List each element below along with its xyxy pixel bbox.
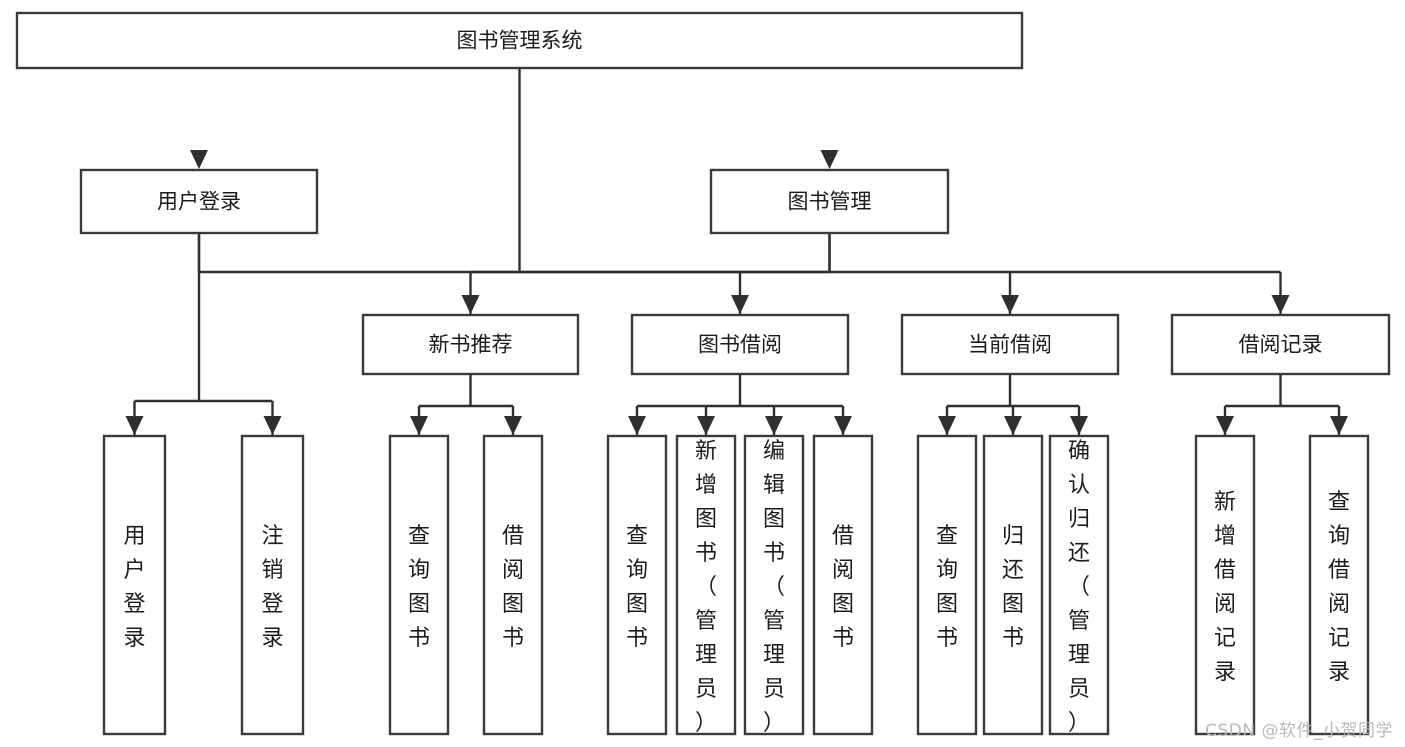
node-leaf-query-book-1[interactable]: 查询图书 — [388, 434, 450, 736]
arrow-head — [1330, 416, 1348, 435]
node-label: 图书借阅 — [698, 333, 782, 357]
arrow-head — [1271, 295, 1290, 314]
arrow-head — [504, 416, 522, 435]
node-label-vertical: 用户登录 — [123, 524, 145, 651]
node-leaf-query-book-3[interactable]: 查询图书 — [916, 434, 978, 736]
node-box[interactable] — [675, 434, 737, 736]
node-leaf-edit-book[interactable]: 编辑图书（管理员） — [743, 434, 805, 736]
node-leaf-confirm-return[interactable]: 确认归还（管理员） — [1048, 434, 1110, 736]
node-label-vertical: 归还图书 — [1002, 524, 1024, 651]
node-box[interactable] — [79, 168, 319, 235]
node-label-vertical: 查询图书 — [408, 524, 430, 651]
node-box[interactable] — [743, 434, 805, 736]
arrow-head — [938, 416, 956, 435]
node-book-borrow[interactable]: 图书借阅 — [630, 313, 850, 376]
node-box[interactable] — [102, 434, 167, 736]
node-box[interactable] — [982, 434, 1044, 736]
arrow-head — [125, 416, 144, 435]
node-borrow-record[interactable]: 借阅记录 — [1170, 313, 1391, 376]
node-new-book-recommend[interactable]: 新书推荐 — [361, 313, 580, 376]
node-box[interactable] — [709, 168, 950, 235]
arrow-head — [628, 416, 646, 435]
arrow-head — [697, 416, 715, 435]
arrow-head — [1004, 416, 1022, 435]
node-label: 当前借阅 — [968, 333, 1052, 357]
node-leaf-query-book-2[interactable]: 查询图书 — [606, 434, 668, 736]
node-book-manage[interactable]: 图书管理 — [709, 168, 950, 235]
node-label-vertical: 编辑图书（管理员） — [763, 439, 785, 736]
node-label-vertical: 确认归还（管理员） — [1068, 439, 1090, 736]
node-box[interactable] — [630, 313, 850, 376]
arrow-head — [834, 416, 852, 435]
watermark-label: CSDN @软件_小贺同学 — [1205, 721, 1393, 741]
node-box[interactable] — [916, 434, 978, 736]
node-label: 图书管理 — [788, 190, 872, 214]
node-leaf-add-book[interactable]: 新增图书（管理员） — [675, 434, 737, 736]
node-box[interactable] — [1194, 434, 1256, 736]
nodes-layer: 图书管理系统用户登录图书管理新书推荐图书借阅当前借阅借阅记录用户登录注销登录查询… — [15, 11, 1391, 736]
node-label-vertical: 新增图书（管理员） — [695, 439, 717, 736]
node-leaf-borrow-book-1[interactable]: 借阅图书 — [482, 434, 544, 736]
node-label-vertical: 注销登录 — [261, 524, 283, 651]
node-box[interactable] — [482, 434, 544, 736]
node-leaf-return-book[interactable]: 归还图书 — [982, 434, 1044, 736]
node-leaf-query-record[interactable]: 查询借阅记录 — [1308, 434, 1370, 736]
arrow-head — [765, 416, 783, 435]
node-box[interactable] — [606, 434, 668, 736]
edges-layer — [125, 68, 1348, 435]
node-box[interactable] — [812, 434, 874, 736]
node-label-vertical: 查询借阅记录 — [1328, 490, 1350, 685]
node-leaf-add-record[interactable]: 新增借阅记录 — [1194, 434, 1256, 736]
node-root[interactable]: 图书管理系统 — [15, 11, 1024, 70]
node-label-vertical: 查询图书 — [936, 524, 958, 651]
arrow-head — [410, 416, 428, 435]
node-user-login[interactable]: 用户登录 — [79, 168, 319, 235]
arrow-head — [820, 150, 839, 169]
node-leaf-user-login[interactable]: 用户登录 — [102, 434, 167, 736]
arrow-head — [461, 295, 480, 314]
arrow-head — [1001, 295, 1019, 314]
node-leaf-user-logout[interactable]: 注销登录 — [240, 434, 305, 736]
arrow-head — [190, 150, 208, 169]
node-box[interactable] — [15, 11, 1024, 70]
node-box[interactable] — [900, 313, 1120, 376]
node-leaf-borrow-book-2[interactable]: 借阅图书 — [812, 434, 874, 736]
node-current-borrow[interactable]: 当前借阅 — [900, 313, 1120, 376]
node-label: 图书管理系统 — [457, 29, 583, 53]
arrow-head — [731, 295, 749, 314]
node-box[interactable] — [361, 313, 580, 376]
node-label: 用户登录 — [157, 190, 241, 214]
node-label-vertical: 新增借阅记录 — [1214, 490, 1236, 685]
node-box[interactable] — [240, 434, 305, 736]
node-label-vertical: 借阅图书 — [832, 524, 854, 651]
node-label: 借阅记录 — [1239, 333, 1323, 357]
node-label-vertical: 借阅图书 — [502, 524, 524, 651]
arrow-head — [1070, 416, 1088, 435]
node-box[interactable] — [1170, 313, 1391, 376]
node-label: 新书推荐 — [429, 333, 513, 357]
node-label-vertical: 查询图书 — [626, 524, 648, 651]
node-box[interactable] — [1048, 434, 1110, 736]
node-box[interactable] — [388, 434, 450, 736]
node-box[interactable] — [1308, 434, 1370, 736]
arrow-head — [263, 416, 282, 435]
arrow-head — [1216, 416, 1234, 435]
